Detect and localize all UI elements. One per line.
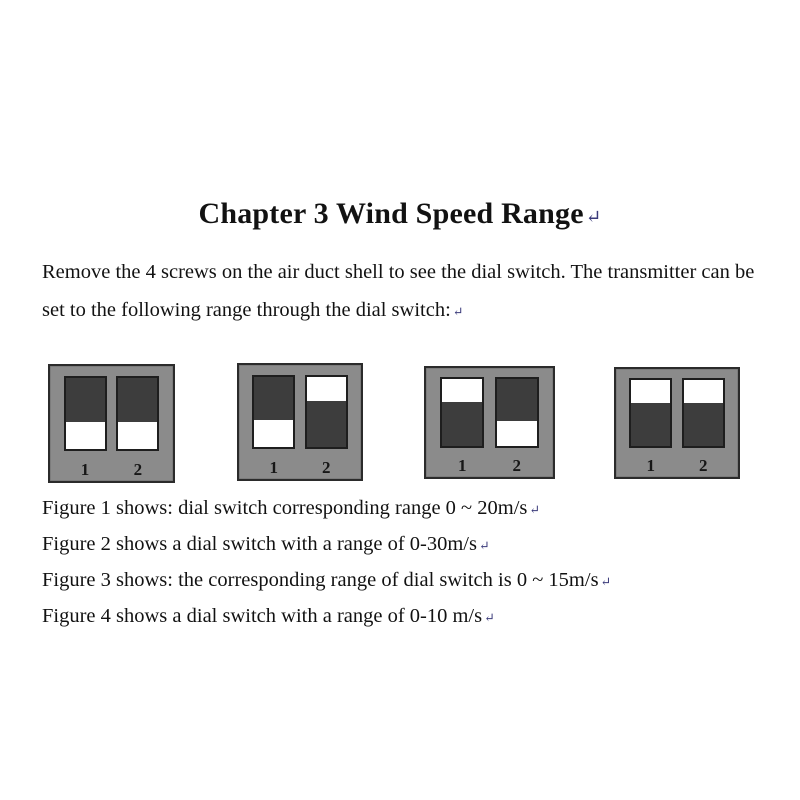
dip-switch-2-toggle[interactable]	[681, 378, 725, 449]
dip-switch-body: 1 2	[50, 366, 173, 481]
dip-switch-figure-group: 1 2 1 2	[0, 362, 800, 487]
toggle-light-segment	[65, 421, 105, 449]
intro-paragraph: Remove the 4 screws on the air duct shel…	[42, 253, 766, 331]
figure-caption-1: Figure 1 shows: dial switch correspondin…	[42, 491, 766, 527]
dip-switch-2-label: 2	[512, 455, 522, 475]
figure-caption-4: Figure 4 shows a dial switch with a rang…	[42, 599, 766, 635]
dip-switch-1-label: 1	[457, 455, 467, 475]
dip-switch-2-label: 2	[698, 455, 708, 475]
dip-switch-2-label: 2	[321, 457, 331, 477]
paragraph-mark-icon: ↵	[452, 304, 464, 319]
page-title: Chapter 3 Wind Speed Range↵	[0, 196, 800, 232]
toggle-dark-segment	[496, 379, 538, 421]
dip-switch-1-label: 1	[80, 459, 90, 479]
figure-caption-list: Figure 1 shows: dial switch correspondin…	[42, 491, 766, 635]
paragraph-mark-icon: ↵	[585, 207, 602, 229]
toggle-light-segment	[631, 380, 671, 403]
dip-switch-figure-4: 1 2	[614, 367, 740, 479]
figure-caption-4-text: Figure 4 shows a dial switch with a rang…	[42, 605, 483, 627]
dip-switch-1-label: 1	[269, 457, 279, 477]
toggle-dark-segment	[118, 377, 158, 422]
dip-switch-2-toggle[interactable]	[116, 375, 160, 451]
dip-switch-figure-2: 1 2	[237, 363, 363, 481]
toggle-dark-segment	[254, 376, 294, 421]
dip-switch-1-label: 1	[646, 455, 656, 475]
dip-switch-1-toggle[interactable]	[629, 378, 673, 449]
dip-switch-figure-3: 1 2	[424, 366, 555, 479]
toggle-dark-segment	[631, 402, 671, 447]
toggle-light-segment	[441, 379, 483, 402]
dip-switch-body: 1 2	[426, 368, 553, 477]
toggle-dark-segment	[441, 401, 483, 447]
toggle-dark-segment	[65, 377, 105, 422]
dip-switch-2-label: 2	[133, 459, 143, 479]
toggle-light-segment	[683, 380, 723, 403]
figure-caption-1-text: Figure 1 shows: dial switch correspondin…	[42, 497, 528, 519]
toggle-dark-segment	[306, 400, 346, 447]
figure-caption-3-text: Figure 3 shows: the corresponding range …	[42, 569, 599, 591]
dip-switch-figure-1: 1 2	[48, 364, 175, 483]
dip-switch-1-toggle[interactable]	[439, 377, 485, 449]
paragraph-mark-icon: ↵	[600, 575, 612, 589]
dip-switch-1-toggle[interactable]	[252, 374, 296, 449]
toggle-light-segment	[496, 420, 538, 447]
dip-switch-body: 1 2	[239, 365, 361, 479]
toggle-light-segment	[118, 421, 158, 449]
paragraph-mark-icon: ↵	[478, 539, 490, 553]
dip-switch-1-toggle[interactable]	[63, 375, 107, 451]
figure-caption-2-text: Figure 2 shows a dial switch with a rang…	[42, 533, 477, 555]
paragraph-mark-icon: ↵	[529, 503, 541, 517]
figure-caption-3: Figure 3 shows: the corresponding range …	[42, 563, 766, 599]
toggle-light-segment	[306, 376, 346, 401]
dip-switch-2-toggle[interactable]	[494, 377, 540, 449]
toggle-dark-segment	[683, 402, 723, 447]
page-title-text: Chapter 3 Wind Speed Range	[198, 197, 584, 231]
toggle-light-segment	[254, 420, 294, 447]
dip-switch-2-toggle[interactable]	[304, 374, 348, 449]
figure-caption-2: Figure 2 shows a dial switch with a rang…	[42, 527, 766, 563]
intro-paragraph-text: Remove the 4 screws on the air duct shel…	[42, 260, 755, 321]
paragraph-mark-icon: ↵	[484, 611, 495, 625]
dip-switch-body: 1 2	[616, 369, 738, 477]
